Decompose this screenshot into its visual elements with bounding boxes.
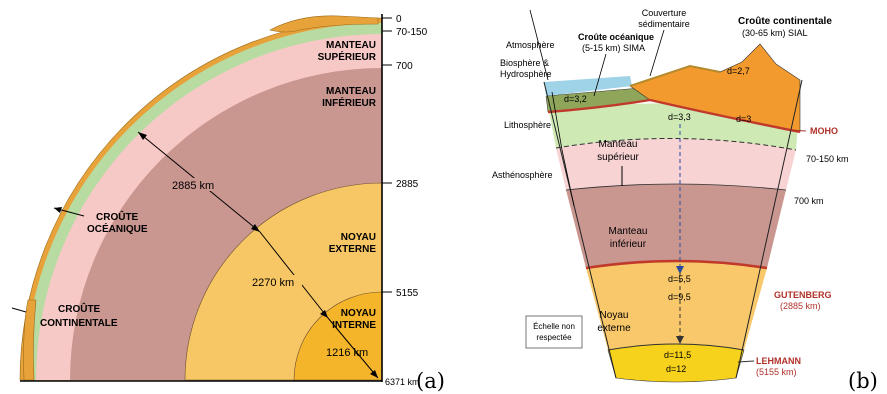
arrowhead — [138, 132, 147, 140]
biosphere-label: Biosphère & — [500, 58, 549, 68]
arrowhead — [676, 266, 684, 274]
atmosphere-label: Atmosphère — [506, 40, 555, 50]
moho-label: MOHO — [810, 126, 838, 136]
sediment-pointer — [649, 29, 665, 77]
density-label: d=11,5 — [664, 350, 691, 360]
outer-core-layer — [586, 261, 767, 350]
inner-core-label: NOYAU — [341, 308, 376, 319]
density-label: d=3 — [736, 114, 751, 124]
lower-mantle-label: inférieur — [610, 239, 647, 250]
upper-mantle-label: supérieur — [597, 152, 639, 163]
ocean-layer — [544, 76, 632, 96]
label-backdrop — [170, 178, 222, 191]
moho-line — [547, 98, 801, 134]
mantle-700-line — [565, 183, 787, 191]
density-label: d=9,5 — [668, 292, 691, 302]
gutenberg-label: GUTENBERG — [774, 290, 832, 300]
biosphere-label: Hydrosphère — [500, 69, 552, 79]
oceanic-crust-pointer — [593, 53, 607, 97]
moho-pointer — [789, 129, 807, 132]
upper-mantle-label: SUPÉRIEUR — [318, 50, 377, 63]
outer-core-label: EXTERNE — [329, 244, 377, 255]
lower-mantle-label: MANTEAU — [326, 86, 376, 97]
lower-mantle-label: INFÉRIEUR — [322, 96, 377, 109]
oceanic-crust-label: (5-15 km) SIMA — [582, 43, 645, 53]
sediment-cover — [629, 64, 721, 87]
lower-mantle-layer — [566, 184, 786, 268]
depth-tick-label: 700 — [396, 61, 413, 72]
density-label: d=3,3 — [668, 112, 691, 122]
density-label: d=2,7 — [727, 66, 750, 76]
arrowhead — [370, 370, 378, 378]
lithosphere-bracket — [551, 91, 563, 151]
lehmann-label: LEHMANN — [756, 356, 801, 366]
lower-mantle-label: Manteau — [609, 226, 648, 237]
mantle-thickness-label: 2885 km — [172, 180, 214, 192]
density-label: d=5,5 — [668, 274, 691, 284]
scale-note: respectée — [536, 333, 572, 342]
atmosphere-pointer — [529, 9, 549, 81]
lehmann-line — [607, 343, 745, 351]
depth-label-70-150: 70-150 km — [806, 154, 849, 164]
lithosphere-base-dashed — [555, 138, 797, 151]
depth-label-700: 700 km — [794, 196, 824, 206]
lehmann-depth-label: (5155 km) — [756, 367, 797, 377]
panel-b: d=2,7 d=3,2 d=3 d=3,3 d=5,5 d=9,5 d=11,5… — [492, 8, 878, 393]
lithosphere-label: Lithosphère — [504, 120, 551, 130]
panel-a-label: (a) — [416, 369, 445, 393]
continental-crust-block-left — [23, 299, 37, 381]
panel-a: 0 70-150 700 2885 5155 6371 km MANTEAU S… — [11, 14, 445, 393]
depth-tick-label: 70-150 — [396, 27, 428, 38]
upper-mantle-label: Manteau — [599, 139, 638, 150]
depth-tick-label: 0 — [396, 14, 402, 25]
inner-core-label: INTERNE — [332, 320, 376, 331]
continental-crust-label: (30-65 km) SIAL — [742, 28, 808, 38]
asthenosphere-bracket — [561, 149, 575, 207]
arrowhead — [54, 207, 62, 213]
asthenosphere-label: Asthénosphère — [492, 170, 553, 180]
upper-mantle-label: MANTEAU — [326, 40, 376, 51]
inner-core-thickness-label: 1216 km — [326, 347, 368, 359]
gutenberg-depth-label: (2885 km) — [780, 301, 821, 311]
panel-b-label: (b) — [848, 369, 878, 393]
density-label: d=3,2 — [564, 94, 587, 104]
depth-tick-label: 5155 — [396, 288, 419, 299]
depth-tick-label: 2885 — [396, 179, 419, 190]
arrowhead — [320, 310, 328, 318]
density-label: d=12 — [666, 364, 686, 374]
sediment-label: Couverture — [642, 8, 687, 18]
outer-core-label: externe — [597, 323, 631, 334]
continental-crust-pointer — [11, 307, 27, 313]
inner-core-thickness-arrow — [327, 317, 379, 379]
arrowhead — [251, 224, 260, 232]
continental-crust-block-top — [269, 15, 379, 33]
scale-note: Échelle non — [533, 322, 575, 331]
continental-crust-label: CONTINENTALE — [40, 318, 118, 329]
outer-core-label: Noyau — [600, 310, 629, 321]
arrowhead — [676, 336, 684, 344]
depth-tick-label: 6371 km — [385, 377, 420, 387]
sediment-label: sédimentaire — [638, 19, 690, 29]
gutenberg-line — [585, 259, 768, 270]
lehmann-pointer — [737, 360, 755, 363]
outer-core-thickness-label: 2270 km — [252, 277, 294, 289]
continental-crust-label: CROÛTE — [58, 302, 101, 315]
oceanic-crust-label: CROÛTE — [96, 210, 139, 223]
oceanic-crust-label: Croûte océanique — [578, 32, 654, 42]
outer-core-label: NOYAU — [341, 232, 376, 243]
asthenosphere-layer — [556, 138, 796, 190]
continental-crust-label: Croûte continentale — [738, 16, 832, 27]
scale-note-box — [525, 315, 583, 349]
oceanic-crust-label: OCÉANIQUE — [87, 222, 148, 235]
label-backdrop — [250, 275, 302, 288]
inner-core-layer — [293, 291, 383, 381]
